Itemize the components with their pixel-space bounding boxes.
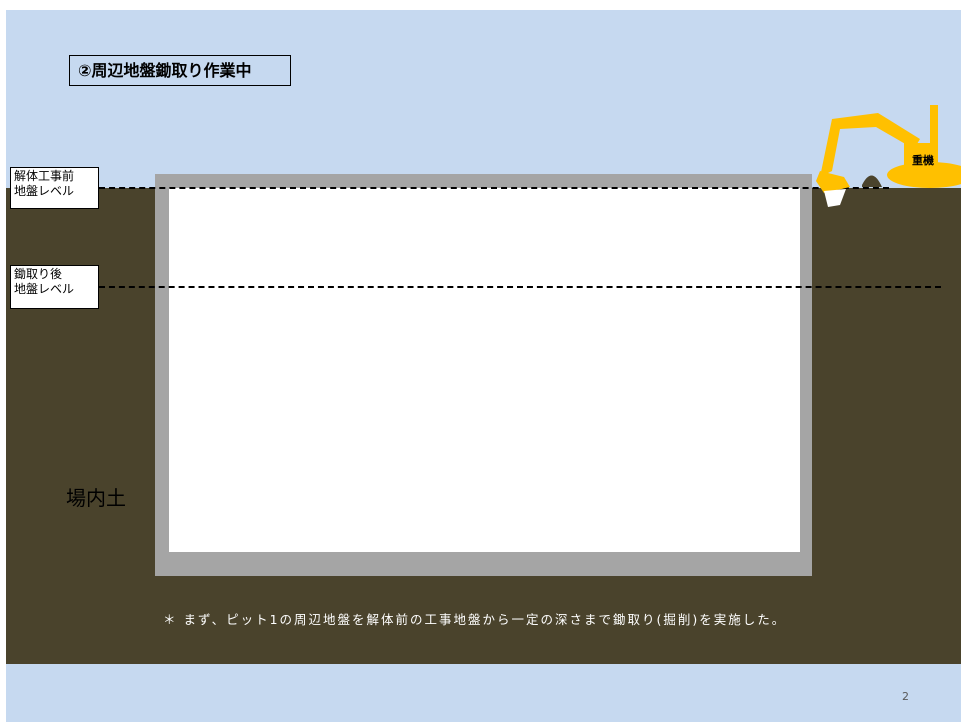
after-level-label: 鋤取り後 地盤レベル: [10, 265, 99, 309]
before-level-label: 解体工事前 地盤レベル: [10, 167, 99, 209]
machine-label: 重機: [912, 154, 934, 167]
slide-title: ②周辺地盤鋤取り作業中: [69, 55, 291, 86]
after-level-line: [99, 286, 941, 288]
excavator-icon: [816, 105, 961, 207]
page-number: 2: [902, 690, 909, 703]
caption-note: ＊ まず、ピット1の周辺地盤を解体前の工事地盤から一定の深さまで鋤取り(掘削)を…: [163, 612, 787, 627]
soil-label: 場内土: [66, 486, 126, 510]
pit-interior: [169, 188, 800, 552]
before-level-line: [99, 187, 889, 189]
